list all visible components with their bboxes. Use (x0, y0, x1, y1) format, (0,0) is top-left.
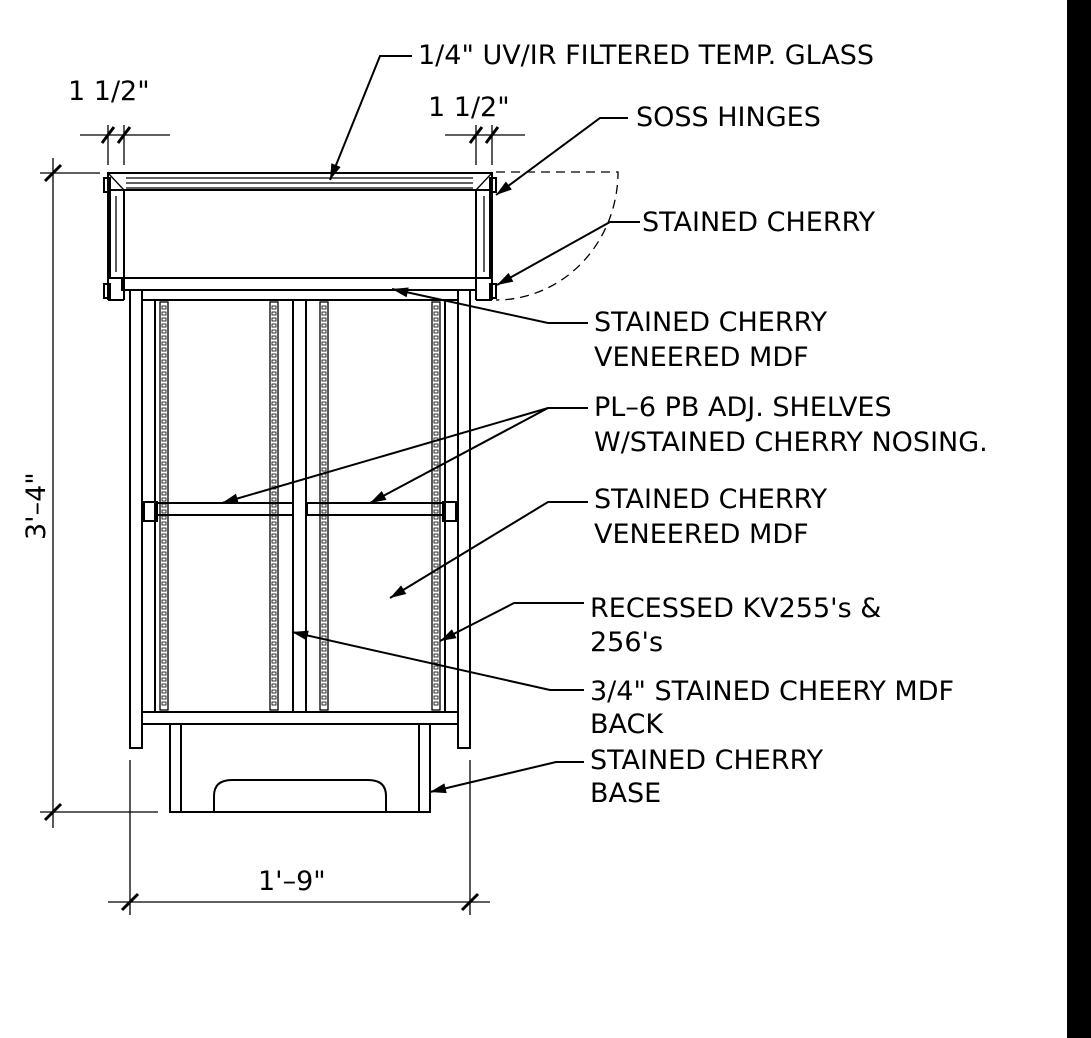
callout-recessed-line1: RECESSED KV255's & (590, 593, 881, 624)
leader-base (429, 761, 584, 794)
callout-base-line2: BASE (590, 778, 661, 809)
leader-shelf-left (221, 407, 588, 504)
kv-standard-strip (431, 301, 441, 711)
sheet-border (1067, 0, 1091, 1038)
leader-veneered-top (391, 287, 588, 324)
callout-glass: 1/4" UV/IR FILTERED TEMP. GLASS (418, 40, 874, 71)
leader-back (291, 630, 584, 691)
leader-shelf-right (369, 407, 549, 504)
callout-shelves-line1: PL–6 PB ADJ. SHELVES (594, 392, 892, 423)
leader-recessed (439, 602, 584, 642)
dim-overall-height: 3'–4" (21, 472, 52, 540)
leader-veneered-side (389, 501, 588, 599)
callout-back-line1: 3/4" STAINED CHEERY MDF (590, 676, 954, 707)
leader-stained-cherry (496, 221, 640, 286)
kv-standard-strip (269, 301, 279, 711)
leader-glass (329, 55, 412, 181)
kv-standard-strip (319, 301, 329, 711)
dim-overall-width: 1'–9" (258, 866, 326, 897)
callout-back-line2: BACK (590, 709, 664, 740)
display-case-top (103, 171, 619, 301)
leader-hinges (495, 117, 628, 196)
callout-hinges: SOSS HINGES (636, 102, 821, 133)
dimension-lines (40, 125, 525, 915)
dim-right-reveal: 1 1/2" (428, 92, 510, 123)
shelf-standards (159, 301, 441, 711)
callout-veneered-top-line1: STAINED CHERRY (594, 307, 828, 338)
callout-base-line1: STAINED CHERRY (590, 745, 824, 776)
callout-veneered-top-line2: VENEERED MDF (594, 342, 809, 373)
callout-recessed-line2: 256's (590, 627, 663, 658)
callout-stained-cherry: STAINED CHERRY (642, 207, 876, 238)
dim-left-reveal: 1 1/2" (68, 76, 150, 107)
callout-veneered-side-line2: VENEERED MDF (594, 519, 809, 550)
kv-standard-strip (159, 301, 169, 711)
callout-shelves-line2: W/STAINED CHERRY NOSING. (594, 427, 988, 458)
leader-lines (221, 55, 640, 794)
callout-veneered-side-line1: STAINED CHERRY (594, 484, 828, 515)
cabinet-body (129, 289, 471, 813)
